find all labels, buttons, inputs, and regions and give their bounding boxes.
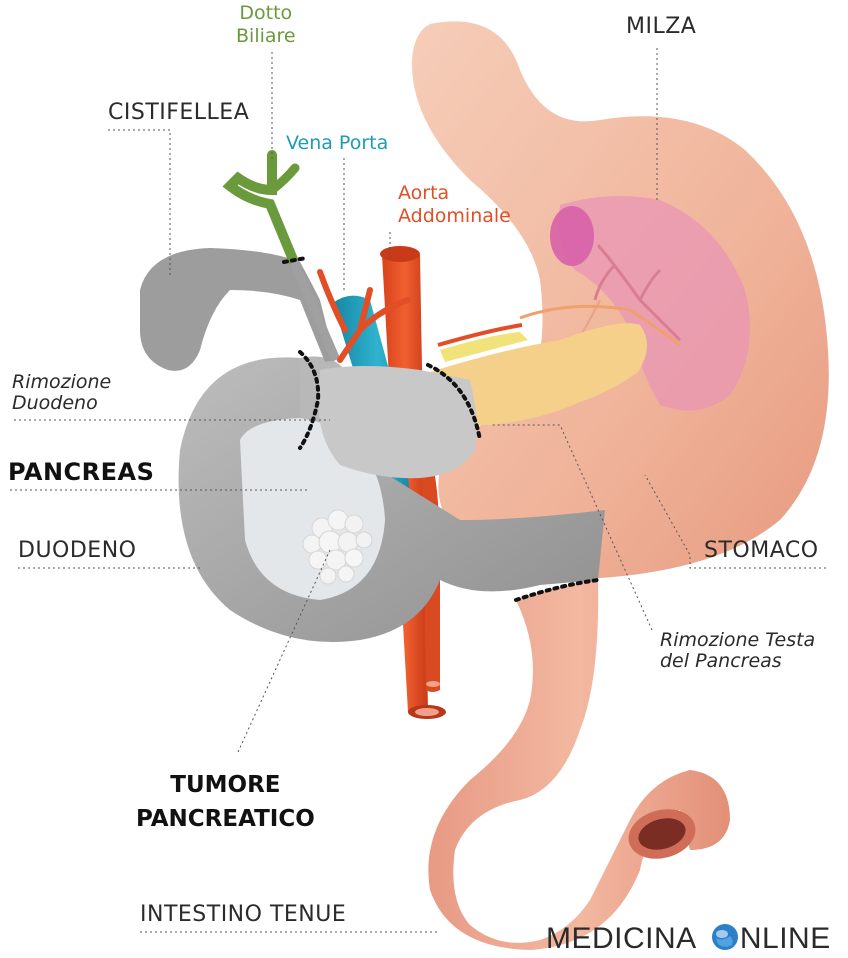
tumor-label-line2: PANCREATICO: [136, 806, 315, 832]
hepatic-artery: [317, 269, 411, 363]
aorta-label: Aorta Addominale: [398, 182, 511, 228]
pancreas-head-removal-label-line1: Rimozione Testa: [660, 629, 816, 651]
leader-lines: [10, 48, 826, 933]
pancreas-label: PANCREAS: [8, 458, 155, 486]
portal-vein-label: Vena Porta: [286, 132, 389, 154]
pancreas-head-removal-label: Rimozione Testa del Pancreas: [660, 630, 815, 672]
tumor-label: TUMORE PANCREATICO: [136, 768, 315, 836]
pancreas-body: [430, 304, 681, 426]
aorta-label-line1: Aorta: [398, 182, 450, 204]
gallbladder-label: CISTIFELLEA: [108, 100, 250, 125]
duodenum-removal-label-line2: Duodeno: [12, 392, 98, 414]
tumor: [302, 509, 373, 585]
gallbladder: [140, 248, 335, 371]
watermark-text-online: NLINE: [739, 922, 831, 955]
duodenum-label: DUODENO: [18, 538, 137, 563]
bile-duct-label-line1: Dotto: [239, 2, 293, 24]
watermark: MEDICINA NLINE: [546, 922, 831, 956]
aorta-label-line2: Addominale: [398, 205, 511, 227]
pancreas-head: [318, 366, 477, 479]
bile-duct-label-line2: Biliare: [236, 25, 296, 47]
duodenum-removal-label: Rimozione Duodeno: [12, 372, 111, 414]
spleen: [550, 196, 750, 411]
resection-lines: [282, 256, 600, 602]
bile-duct-label: Dotto Biliare: [236, 2, 296, 48]
bile-duct: [222, 150, 341, 362]
duodenum-removal-label-line1: Rimozione: [12, 371, 112, 393]
pancreas-head-removal-label-line2: del Pancreas: [660, 650, 782, 672]
stomach-label: STOMACO: [704, 538, 819, 563]
spleen-label: MILZA: [626, 14, 697, 39]
watermark-text-medicina: MEDICINA: [546, 922, 696, 955]
small-intestine-label: INTESTINO TENUE: [140, 902, 347, 927]
tumor-label-line1: TUMORE: [170, 772, 281, 798]
globe-icon: [711, 924, 738, 950]
small-intestine: [428, 580, 730, 950]
